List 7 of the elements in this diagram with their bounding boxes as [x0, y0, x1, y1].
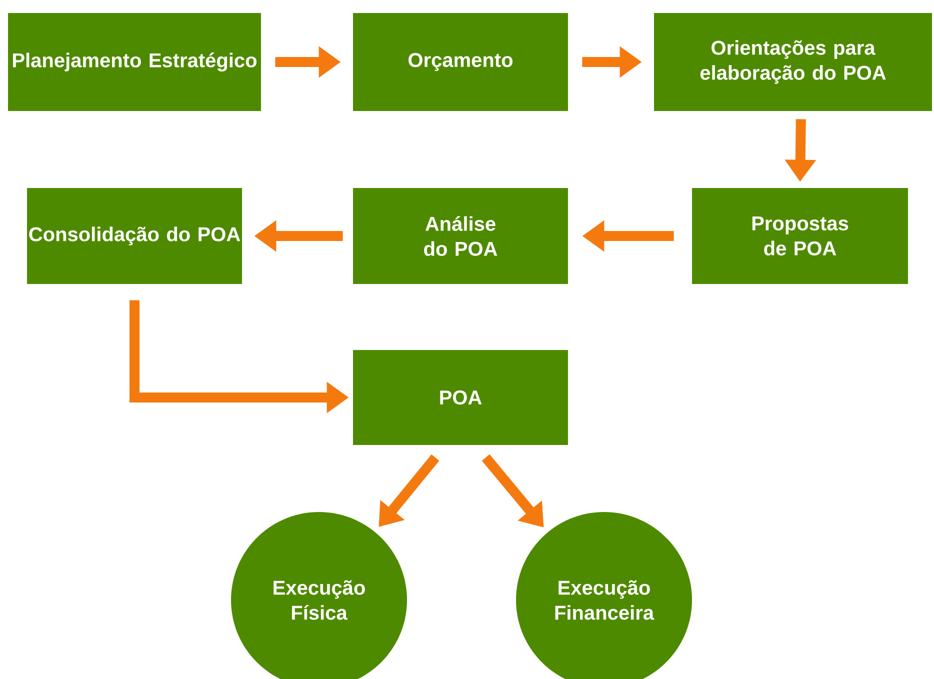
process-box: Consolidação do POA	[27, 188, 242, 284]
process-box: Planejamento Estratégico	[8, 13, 261, 111]
process-box: Propostas de POA	[692, 188, 908, 284]
process-box: Análise do POA	[353, 188, 568, 284]
process-box: Orientações para elaboração do POA	[654, 13, 932, 111]
process-box: POA	[353, 350, 568, 445]
process-box: Orçamento	[353, 13, 568, 111]
